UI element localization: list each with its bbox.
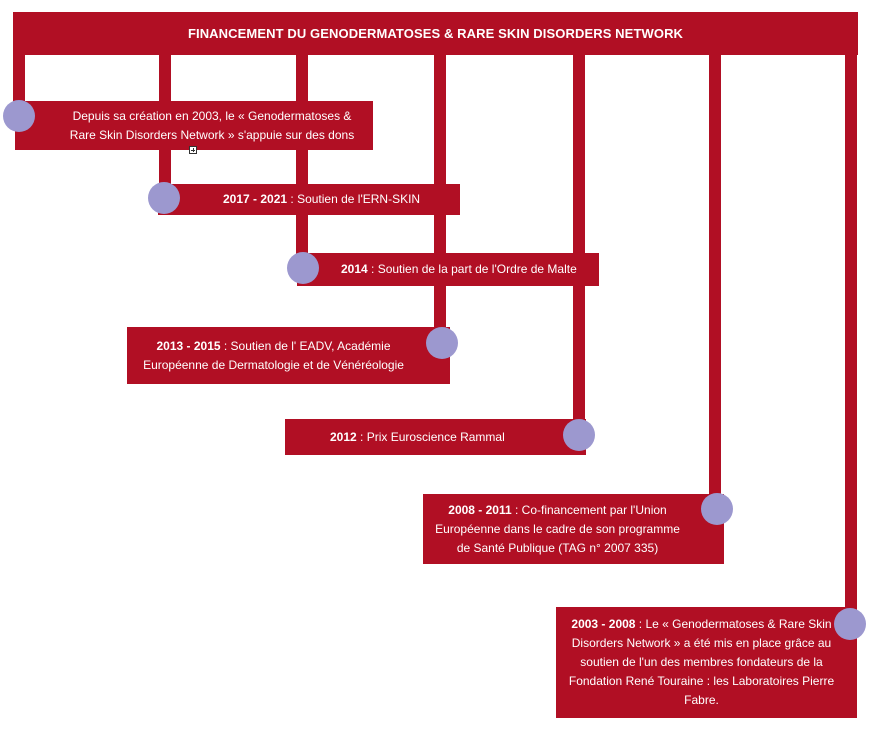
entry-text-2: : Soutien de l'ERN-SKIN [287, 192, 421, 206]
entry-period-7: 2003 - 2008 [571, 617, 636, 631]
entry-text-1: Depuis sa création en 2003, le « Genoder… [69, 108, 355, 142]
timeline-dot-7 [834, 608, 866, 640]
timeline-dot-3 [287, 252, 319, 284]
diagram-title: FINANCEMENT DU GENODERMATOSES & RARE SKI… [13, 12, 858, 55]
connector-line-7 [845, 55, 857, 610]
entry-period-4: 2013 - 2015 [156, 338, 221, 353]
entry-text-3: : Soutien de la part de l'Ordre de Malte [367, 262, 577, 276]
timeline-box-3: 2014 : Soutien de la part de l'Ordre de … [297, 253, 599, 286]
connector-line-3 [296, 55, 308, 260]
timeline-dot-2 [148, 182, 180, 214]
timeline-dot-1 [3, 100, 35, 132]
timeline-dot-5 [563, 419, 595, 451]
move-handle-icon[interactable] [189, 146, 197, 154]
timeline-box-5: 2012 : Prix Euroscience Rammal [285, 419, 586, 455]
timeline-dot-4 [426, 327, 458, 359]
timeline-box-2: 2017 - 2021 : Soutien de l'ERN-SKIN [158, 184, 460, 215]
entry-period-2: 2017 - 2021 [223, 192, 288, 206]
timeline-box-7: 2003 - 2008 : Le « Genodermatoses & Rare… [556, 607, 857, 718]
entry-period-5: 2012 [330, 429, 357, 444]
connector-line-6 [709, 55, 721, 500]
entry-text-4: : Soutien de l' EADV, Académie Européenn… [143, 338, 404, 372]
entry-period-3: 2014 [341, 262, 368, 276]
connector-line-1 [13, 55, 25, 105]
entry-period-6: 2008 - 2011 [448, 502, 512, 517]
timeline-dot-6 [701, 493, 733, 525]
entry-text-5: : Prix Euroscience Rammal [356, 429, 505, 444]
entry-text-6: : Co-financement par l'Union Européenne … [435, 502, 680, 555]
timeline-box-4: 2013 - 2015 : Soutien de l' EADV, Académ… [127, 327, 450, 384]
entry-text-7: : Le « Genodermatoses & Rare Skin Disord… [568, 617, 835, 707]
connector-line-5 [573, 55, 585, 425]
timeline-box-1: Depuis sa création en 2003, le « Genoder… [15, 101, 373, 150]
timeline-box-6: 2008 - 2011 : Co-financement par l'Union… [423, 494, 724, 564]
